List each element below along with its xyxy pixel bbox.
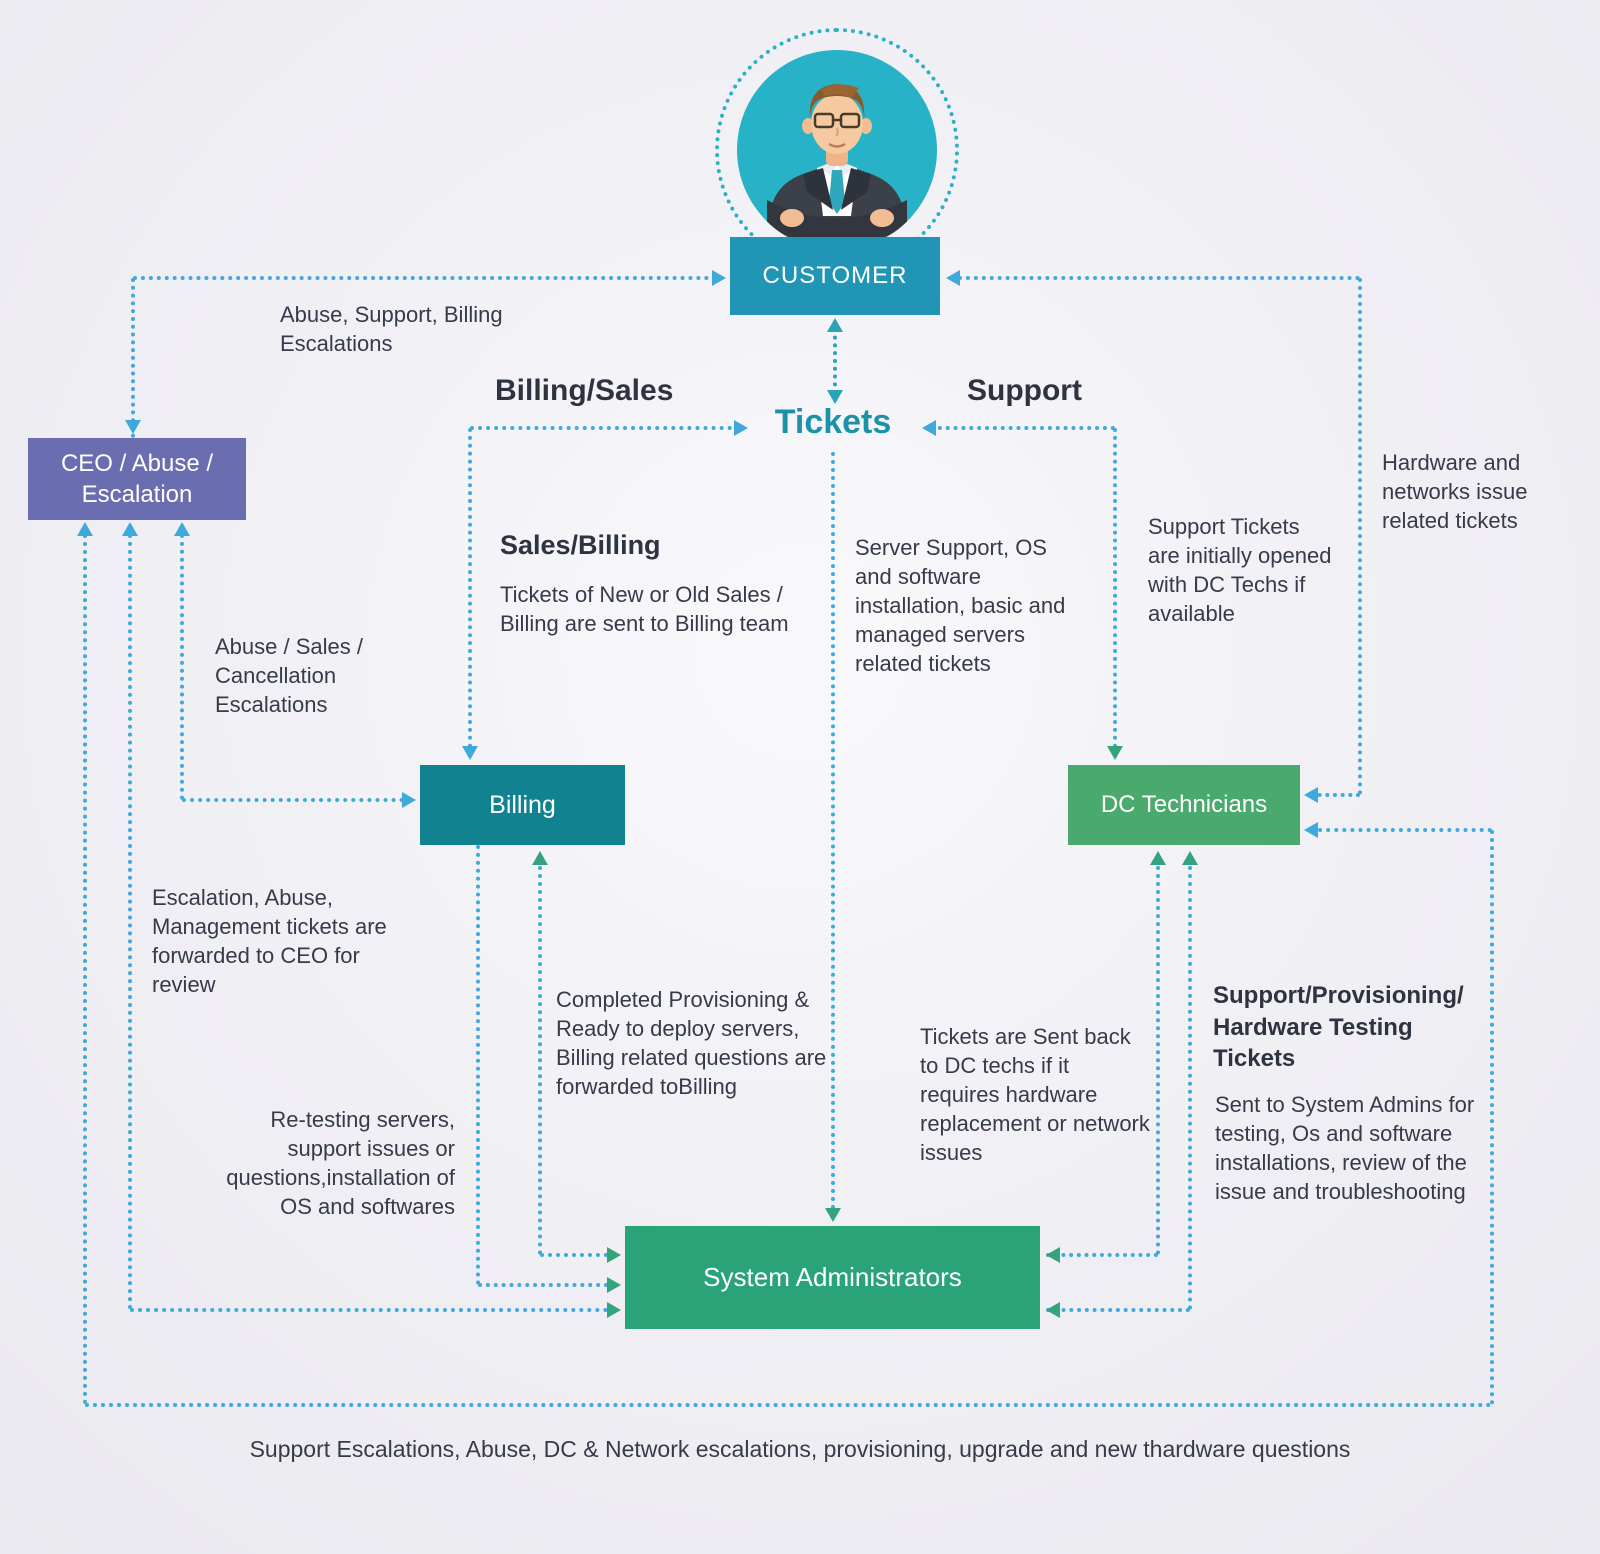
connector-segment — [930, 426, 1115, 430]
arrowhead-down-icon — [1107, 746, 1123, 760]
arrowhead-up-icon — [827, 318, 843, 332]
connector-segment — [468, 428, 472, 756]
connector-segment — [83, 526, 87, 1405]
annotation-hardware-network-tickets: Hardware and networks issue related tick… — [1382, 450, 1528, 534]
annotation-server-support-tickets: Server Support, OS and software installa… — [855, 535, 1066, 677]
connector-segment — [540, 1253, 616, 1257]
arrowhead-down-icon — [827, 390, 843, 404]
annotation-sales-billing-heading: Sales/Billing — [500, 530, 661, 560]
annotation-retesting-servers: Re-testing servers, support issues or qu… — [226, 1107, 455, 1220]
annotation-escalation-forwarded-to-ceo: Escalation, Abuse, Management tickets ar… — [152, 885, 387, 998]
arrowhead-down-icon — [125, 420, 141, 434]
annotation-completed-provisioning: Completed Provisioning & Ready to deploy… — [556, 987, 827, 1100]
annotation-support-provisioning-heading: Support/Provisioning/ Hardware Testing T… — [1213, 982, 1464, 1073]
connector-segment — [128, 526, 132, 1310]
node-customer: CUSTOMER — [730, 237, 940, 315]
connector-segment — [1113, 428, 1117, 756]
connector-segment — [1188, 858, 1192, 1310]
person-illustration — [765, 84, 909, 250]
connector-segment — [1046, 1308, 1190, 1312]
connector-segment — [833, 320, 837, 402]
arrowhead-left-icon — [922, 420, 936, 436]
arrowhead-up-icon — [532, 851, 548, 865]
arrowhead-right-icon — [607, 1277, 621, 1293]
flow-label-support: Support — [967, 374, 1082, 407]
node-dc-technicians: DC Technicians — [1068, 765, 1300, 845]
arrowhead-left-icon — [1304, 822, 1318, 838]
connector-segment — [476, 845, 480, 1285]
connector-segment — [182, 798, 412, 802]
arrowhead-down-icon — [825, 1208, 841, 1222]
arrowhead-right-icon — [402, 792, 416, 808]
connector-segment — [1310, 828, 1492, 832]
arrowhead-up-icon — [1150, 851, 1166, 865]
annotation-support-tickets-dc-techs: Support Tickets are initially opened wit… — [1148, 514, 1332, 627]
connector-segment — [131, 278, 135, 438]
connector-segment — [470, 426, 732, 430]
connector-segment — [538, 858, 542, 1255]
connector-segment — [478, 1283, 616, 1287]
connector-segment — [1490, 830, 1494, 1405]
connector-segment — [950, 276, 1360, 280]
arrowhead-down-icon — [462, 746, 478, 760]
connector-segment — [1156, 858, 1160, 1255]
arrowhead-right-icon — [607, 1302, 621, 1318]
connector-segment — [831, 452, 835, 1218]
connector-segment — [1310, 793, 1360, 797]
node-ceo-abuse-escalation: CEO / Abuse / Escalation — [28, 438, 246, 520]
customer-avatar — [737, 50, 937, 250]
arrowhead-up-icon — [77, 522, 93, 536]
connector-segment — [180, 526, 184, 800]
arrowhead-left-icon — [1304, 787, 1318, 803]
arrowhead-right-icon — [607, 1247, 621, 1263]
arrowhead-right-icon — [712, 270, 726, 286]
annotation-bottom-escalations-note: Support Escalations, Abuse, DC & Network… — [249, 1436, 1351, 1462]
tickets-hub-label: Tickets — [774, 403, 892, 441]
connector-segment — [85, 1403, 1492, 1407]
arrowhead-up-icon — [1182, 851, 1198, 865]
annotation-abuse-support-billing-escalations: Abuse, Support, Billing Escalations — [280, 302, 503, 357]
connector-segment — [1358, 278, 1362, 795]
node-system-administrators: System Administrators — [625, 1226, 1040, 1329]
arrowhead-left-icon — [1046, 1302, 1060, 1318]
annotation-tickets-sent-back-to-dc: Tickets are Sent back to DC techs if it … — [920, 1024, 1150, 1166]
annotation-support-provisioning-body: Sent to System Admins for testing, Os an… — [1215, 1092, 1475, 1205]
arrowhead-up-icon — [174, 522, 190, 536]
arrowhead-right-icon — [734, 420, 748, 436]
arrowhead-up-icon — [122, 522, 138, 536]
node-billing: Billing — [420, 765, 625, 845]
annotation-abuse-sales-cancellation: Abuse / Sales / Cancellation Escalations — [215, 634, 363, 718]
flow-label-billing-sales: Billing/Sales — [495, 374, 674, 407]
arrowhead-left-icon — [946, 270, 960, 286]
annotation-sales-billing-body: Tickets of New or Old Sales / Billing ar… — [500, 582, 789, 637]
arrowhead-left-icon — [1046, 1247, 1060, 1263]
connector-segment — [1046, 1253, 1158, 1257]
connector-segment — [133, 276, 717, 280]
connector-segment — [130, 1308, 616, 1312]
